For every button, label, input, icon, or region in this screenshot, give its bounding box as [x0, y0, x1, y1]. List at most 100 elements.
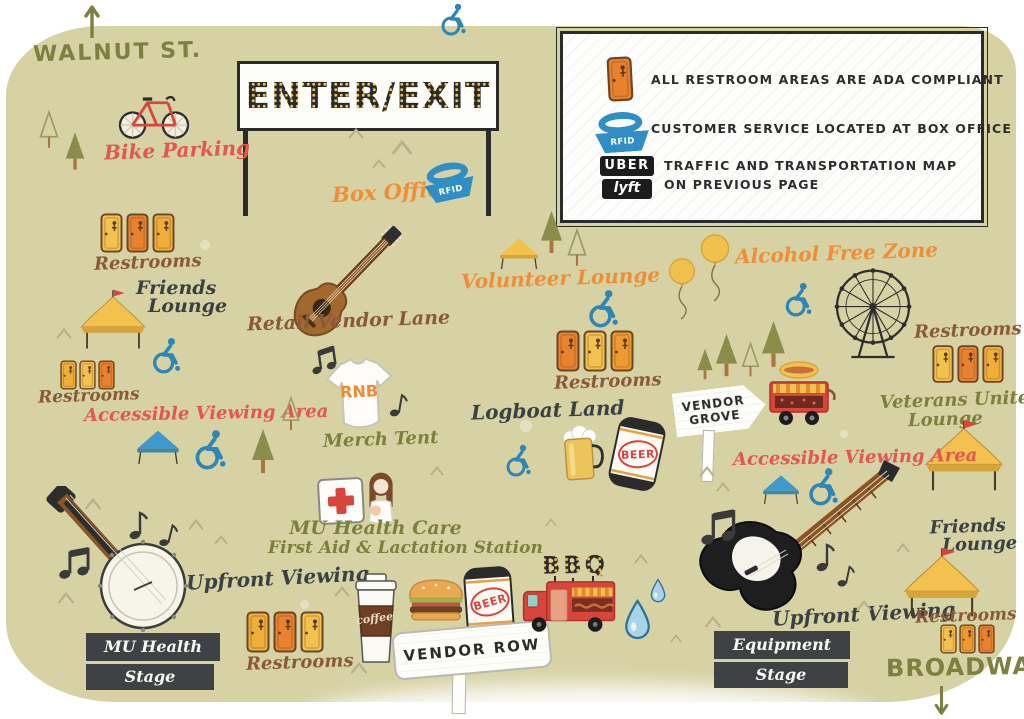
lyft-logo-badge: lyft	[602, 179, 652, 199]
water-drop-icon	[650, 578, 666, 604]
caret-mark	[699, 466, 715, 477]
caret-mark	[670, 634, 682, 643]
beer-mug-icon	[563, 424, 604, 481]
burger-icon	[409, 579, 463, 621]
volunteer-lounge-tent-icon	[494, 237, 544, 270]
lactation-mother-baby-icon	[368, 472, 394, 525]
beer-can-icon: BEER	[602, 409, 671, 498]
banjo-icon	[46, 486, 189, 633]
restroom-doors-icon	[932, 344, 1004, 384]
restrooms-label: Restrooms	[93, 250, 202, 275]
wheelchair-icon	[148, 336, 186, 374]
map-texture-dot	[520, 420, 532, 432]
tree-icon	[740, 342, 761, 378]
ferris-wheel-icon	[828, 263, 918, 361]
merch-shirt-rnb-text: RNB	[339, 381, 379, 402]
broadway-street-label: BROADWAY	[885, 651, 1024, 683]
tree-icon	[38, 108, 60, 152]
balloon-icon	[666, 256, 698, 322]
tree-icon	[566, 228, 588, 268]
wheelchair-icon	[190, 428, 232, 470]
bike-parking-label: Bike Parking	[103, 135, 251, 165]
merch-tent-label: Merch Tent	[322, 426, 439, 453]
wheelchair-icon	[502, 443, 536, 477]
map-legend: ALL RESTROOM AREAS ARE ADA COMPLIANT RFI…	[556, 27, 1011, 227]
bbq-food-truck-icon	[522, 581, 616, 632]
bbq-sign-stick	[554, 576, 556, 585]
banner-pole	[486, 124, 491, 216]
coffee-cup-icon: coffee	[348, 572, 404, 664]
wheelchair-icon	[584, 288, 624, 328]
equipment-share-stage-sign-line2: Stage	[714, 662, 848, 688]
restrooms-label: Restrooms	[913, 318, 1022, 343]
equipment-share-stage-sign: Equipment Share	[714, 631, 850, 682]
legend-restroom-door-icon	[606, 55, 634, 102]
map-texture-dot	[840, 430, 848, 438]
walnut-street-arrow-icon	[84, 4, 100, 38]
caret-mark	[350, 662, 368, 674]
enter-exit-banner-text: ENTER/EXIT	[245, 75, 491, 117]
friends-lounge-tent-icon	[74, 288, 152, 350]
restrooms-label: Restrooms	[553, 369, 662, 394]
caret-mark	[334, 586, 350, 597]
wheelchair-icon	[781, 281, 817, 317]
tree-icon	[64, 130, 86, 172]
music-notes-icon	[58, 546, 92, 580]
hot-dog-cart-icon	[769, 361, 836, 425]
restrooms-label: Restrooms	[245, 650, 354, 675]
caret-mark	[430, 466, 444, 476]
bbq-sign-text: BBQ	[541, 550, 609, 580]
tree-icon	[281, 396, 301, 432]
electric-guitar-icon	[699, 460, 900, 611]
water-drop-icon	[624, 598, 651, 642]
caret-mark	[704, 616, 722, 628]
map-texture-dot	[200, 240, 210, 250]
music-note-icon	[815, 542, 835, 572]
uber-logo-badge: UBER	[600, 156, 654, 176]
friends-lounge-label: Friends Lounge	[136, 277, 228, 317]
music-notes-icon	[700, 508, 738, 546]
balloon-icon	[697, 233, 733, 303]
tree-icon	[714, 332, 739, 378]
banner-pole	[243, 124, 248, 216]
legend-rfid-wristband-icon: RFID	[594, 110, 651, 154]
legend-item-transport-text-line2: ON PREVIOUS PAGE	[664, 177, 820, 192]
acoustic-guitar-icon	[293, 225, 402, 337]
caret-mark	[372, 159, 386, 169]
restroom-doors-icon	[940, 624, 995, 654]
caret-mark	[391, 140, 413, 155]
first-aid-label: MU Health Care First Aid & Lactation Sta…	[268, 517, 543, 558]
restroom-doors-icon	[100, 213, 175, 253]
restroom-doors-icon	[246, 611, 324, 653]
caret-mark	[896, 543, 910, 553]
walnut-street-label: WALNUT ST.	[32, 37, 203, 68]
rfid-band-label: RFID	[595, 130, 650, 154]
caret-mark	[348, 128, 364, 139]
caret-mark	[57, 592, 75, 604]
merch-tshirt-icon	[325, 357, 393, 429]
map-texture-dot	[300, 600, 309, 609]
tree-icon	[250, 428, 276, 474]
tree-icon	[696, 348, 714, 380]
caret-mark	[634, 554, 648, 564]
caret-mark	[214, 535, 228, 545]
caret-mark	[716, 482, 730, 492]
caret-mark	[84, 498, 102, 510]
bbq-sign-stick	[592, 576, 594, 585]
wheelchair-icon	[437, 2, 471, 36]
legend-item-ada-text: ALL RESTROOM AREAS ARE ADA COMPLIANT	[651, 72, 1004, 87]
bike-icon	[118, 95, 190, 139]
caret-mark	[545, 518, 557, 527]
legend-item-customer-service-text: CUSTOMER SERVICE LOCATED AT BOX OFFICE	[651, 121, 1012, 136]
enter-exit-banner: ENTER/EXIT	[237, 61, 499, 131]
music-note-icon	[128, 510, 148, 540]
accessible-viewing-tent-icon	[132, 429, 184, 465]
mu-health-care-stage-sign-line2: Stage	[86, 664, 214, 690]
mu-health-care-stage-sign: MU Health Care	[86, 633, 220, 684]
tree-icon	[539, 210, 564, 254]
caret-mark	[856, 600, 872, 611]
restroom-doors-icon	[556, 330, 634, 372]
legend-item-transport-text-line1: TRAFFIC AND TRANSPORTATION MAP	[664, 158, 958, 173]
caret-mark	[56, 328, 72, 339]
